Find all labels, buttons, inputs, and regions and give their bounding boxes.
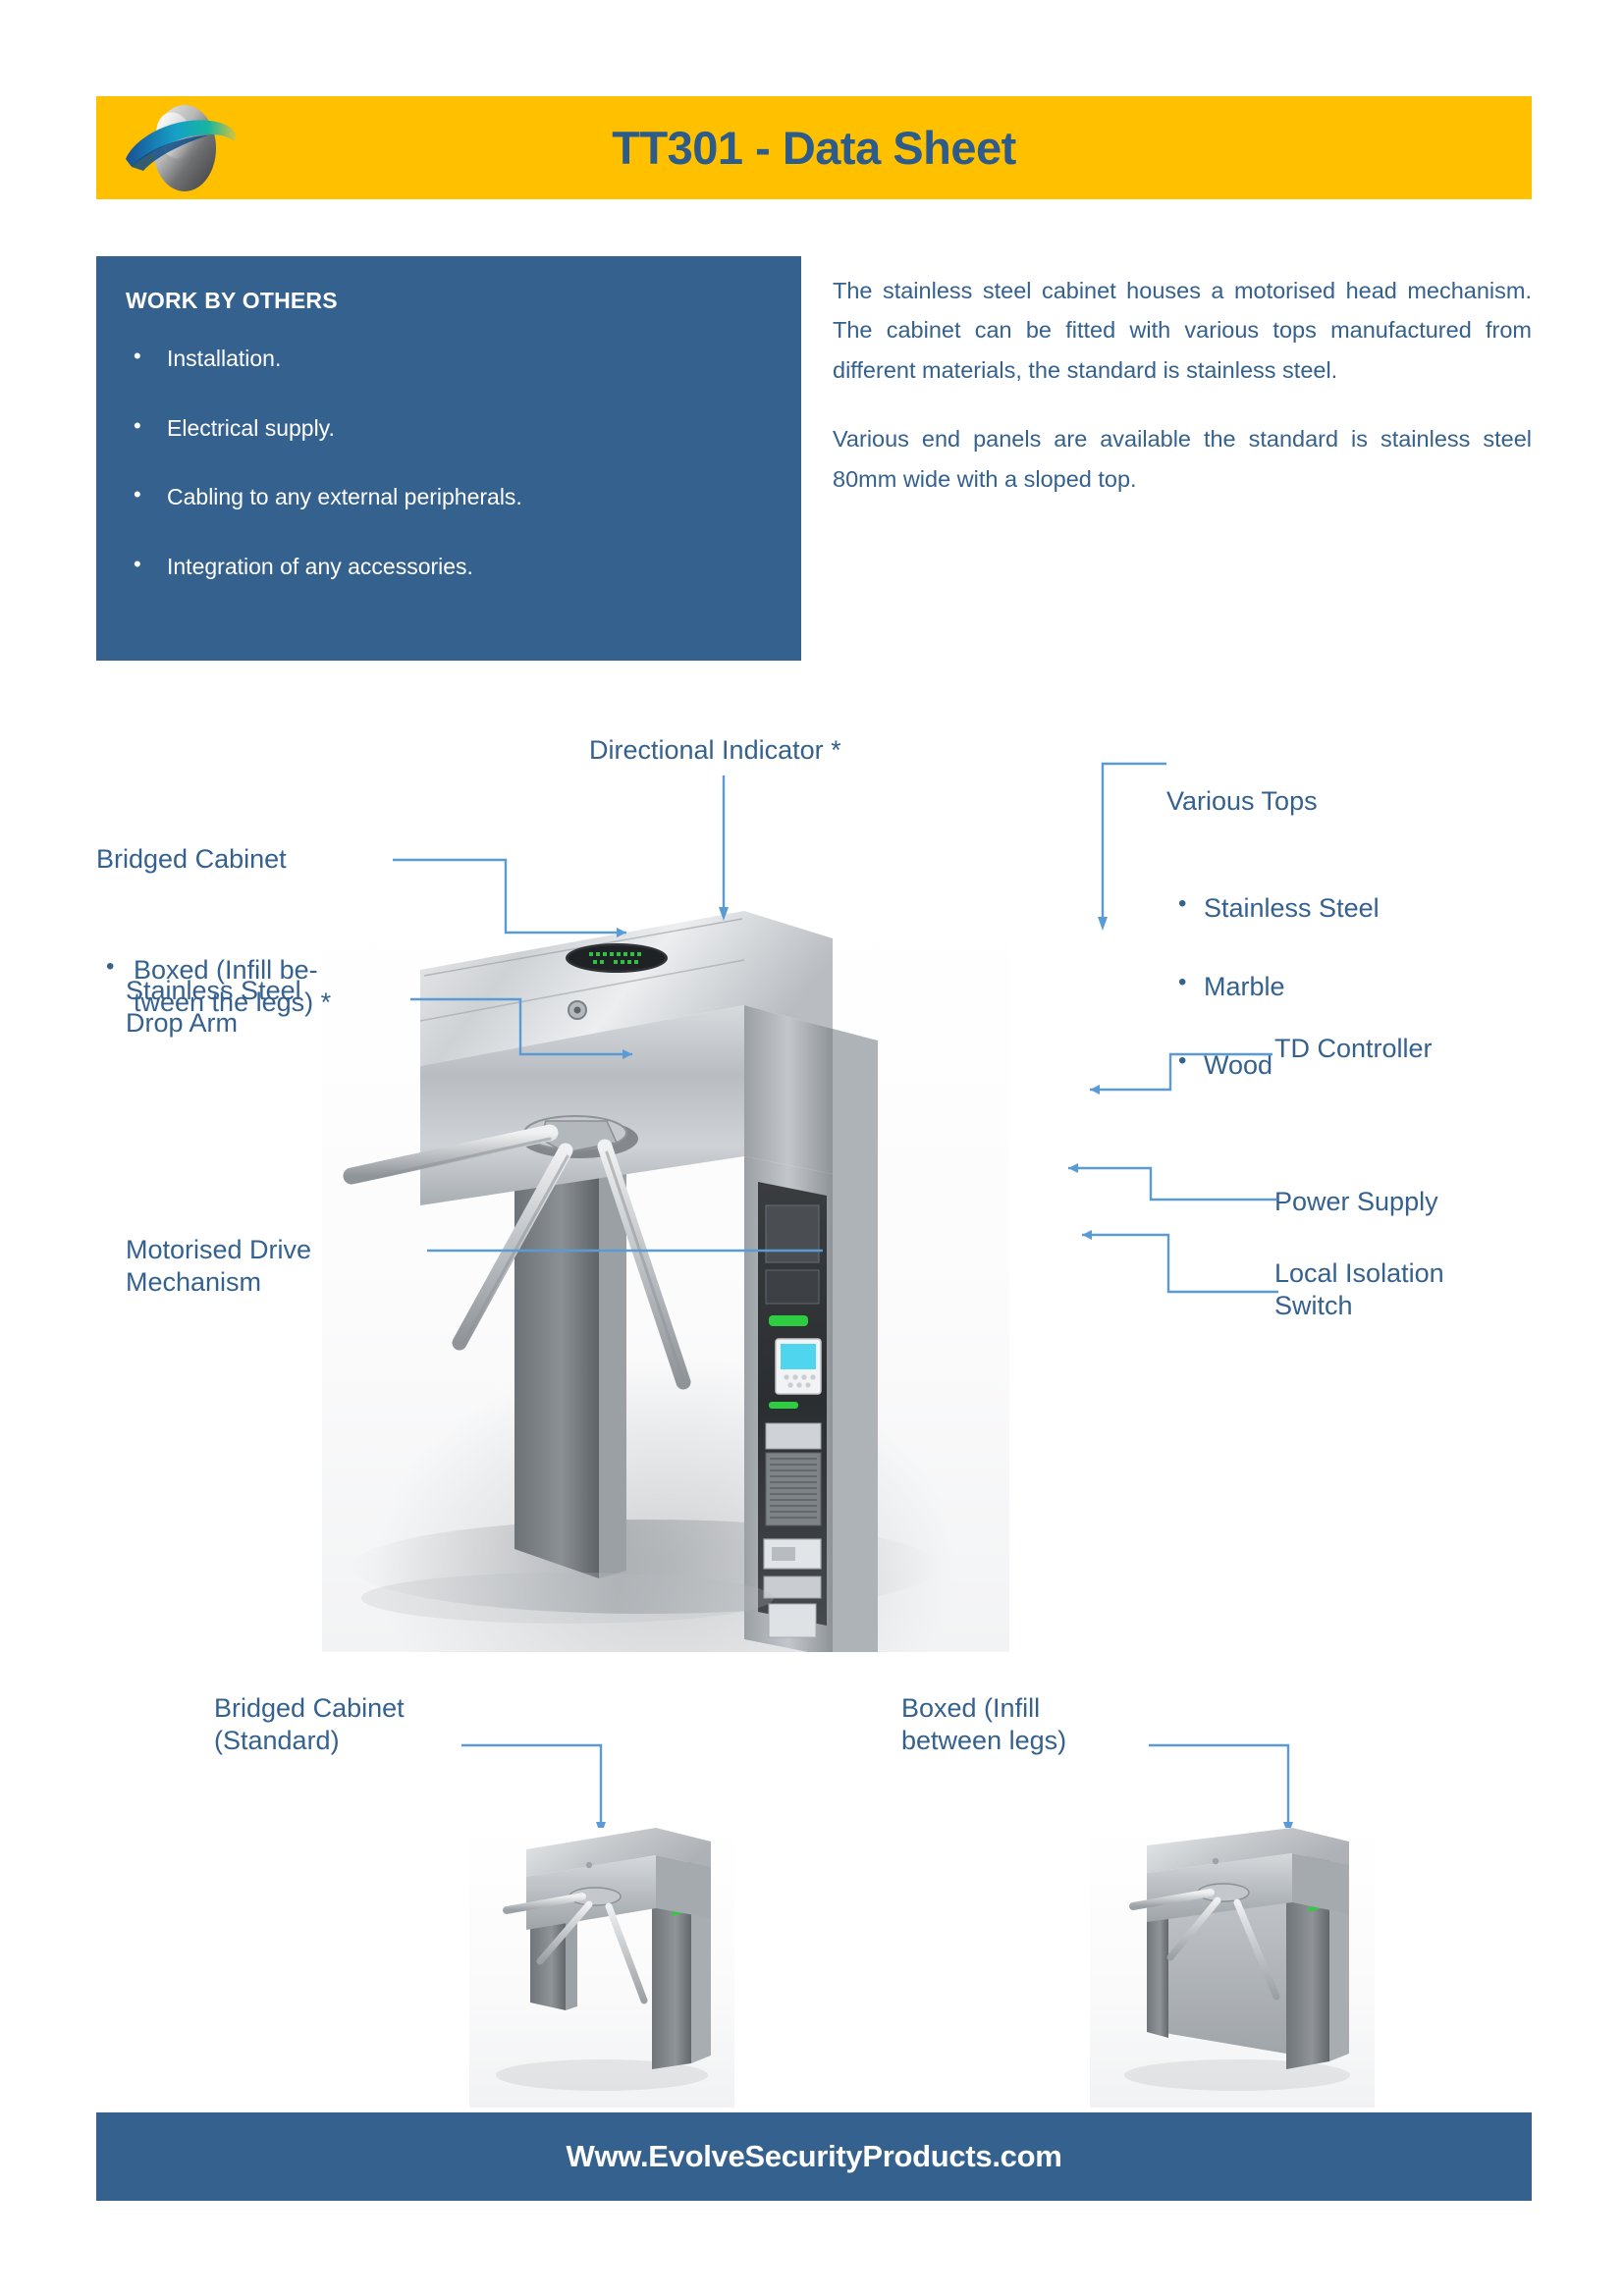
footer-banner: Www.EvolveSecurityProducts.com (96, 2112, 1532, 2201)
leader-line-local-isolation-switch (1082, 1230, 1278, 1294)
evolve-planet-logo-icon (118, 102, 245, 195)
callout-bridged-cabinet-list: Boxed (Infill be- tween the legs) * (96, 922, 420, 1051)
list-item: Marble (1166, 968, 1540, 1003)
list-item: Integration of any accessories. (126, 552, 772, 581)
leader-line-motorised-drive (427, 1249, 823, 1253)
description-paragraph-2: Various end panels are available the sta… (833, 426, 1532, 492)
turnstile-main-photo (322, 911, 1009, 1652)
turnstile-boxed-infill-thumbnail (1090, 1828, 1375, 2108)
leader-line-bridged-cabinet (393, 858, 626, 937)
leader-line-various-tops (1098, 762, 1166, 931)
work-by-others-list: Installation. Electrical supply. Cabling… (126, 344, 772, 581)
description-paragraph-1: The stainless steel cabinet houses a mot… (833, 278, 1532, 383)
work-by-others-panel: WORK BY OTHERS Installation. Electrical … (96, 256, 801, 661)
variant-label-boxed: Boxed (Infill between legs) (901, 1693, 1067, 1755)
list-item: Electrical supply. (126, 413, 772, 443)
list-item: Stainless Steel (1166, 889, 1540, 925)
callout-various-tops-title: Various Tops (1166, 785, 1318, 816)
list-item: Installation. (126, 344, 772, 373)
page-title: TT301 - Data Sheet (612, 122, 1016, 174)
callout-bridged-cabinet-title: Bridged Cabinet (96, 843, 287, 874)
callout-stainless-steel-drop-arm: Stainless Steel Drop Arm (126, 976, 301, 1038)
description-text: The stainless steel cabinet houses a mot… (833, 271, 1532, 499)
website-url[interactable]: Www.EvolveSecurityProducts.com (566, 2139, 1062, 2173)
variant-label-bridged: Bridged Cabinet (Standard) (214, 1693, 405, 1755)
header-banner: TT301 - Data Sheet (96, 96, 1532, 199)
callout-td-controller: TD Controller (1274, 1034, 1433, 1063)
turnstile-bridged-cabinet-thumbnail (469, 1828, 734, 2108)
callout-power-supply: Power Supply (1274, 1187, 1438, 1216)
list-item: Boxed (Infill be- tween the legs) * (96, 952, 420, 1019)
leader-line-drop-arm (410, 997, 632, 1059)
list-item: Cabling to any external peripherals. (126, 482, 772, 511)
callout-bridged-cabinet: Bridged Cabinet Boxed (Infill be- tween … (96, 811, 420, 1084)
leader-line-td-controller (1090, 1052, 1272, 1095)
leader-line-directional-indicator (719, 775, 729, 921)
callout-local-isolation-switch: Local Isolation Switch (1274, 1258, 1444, 1320)
callout-motorised-drive-mechanism: Motorised Drive Mechanism (126, 1235, 312, 1297)
callout-directional-indicator: Directional Indicator * (589, 735, 841, 765)
leader-line-power-supply (1068, 1163, 1276, 1201)
work-by-others-heading: WORK BY OTHERS (126, 288, 338, 313)
annotated-product-diagram: Bridged Cabinet Boxed (Infill be- tween … (0, 687, 1624, 1669)
